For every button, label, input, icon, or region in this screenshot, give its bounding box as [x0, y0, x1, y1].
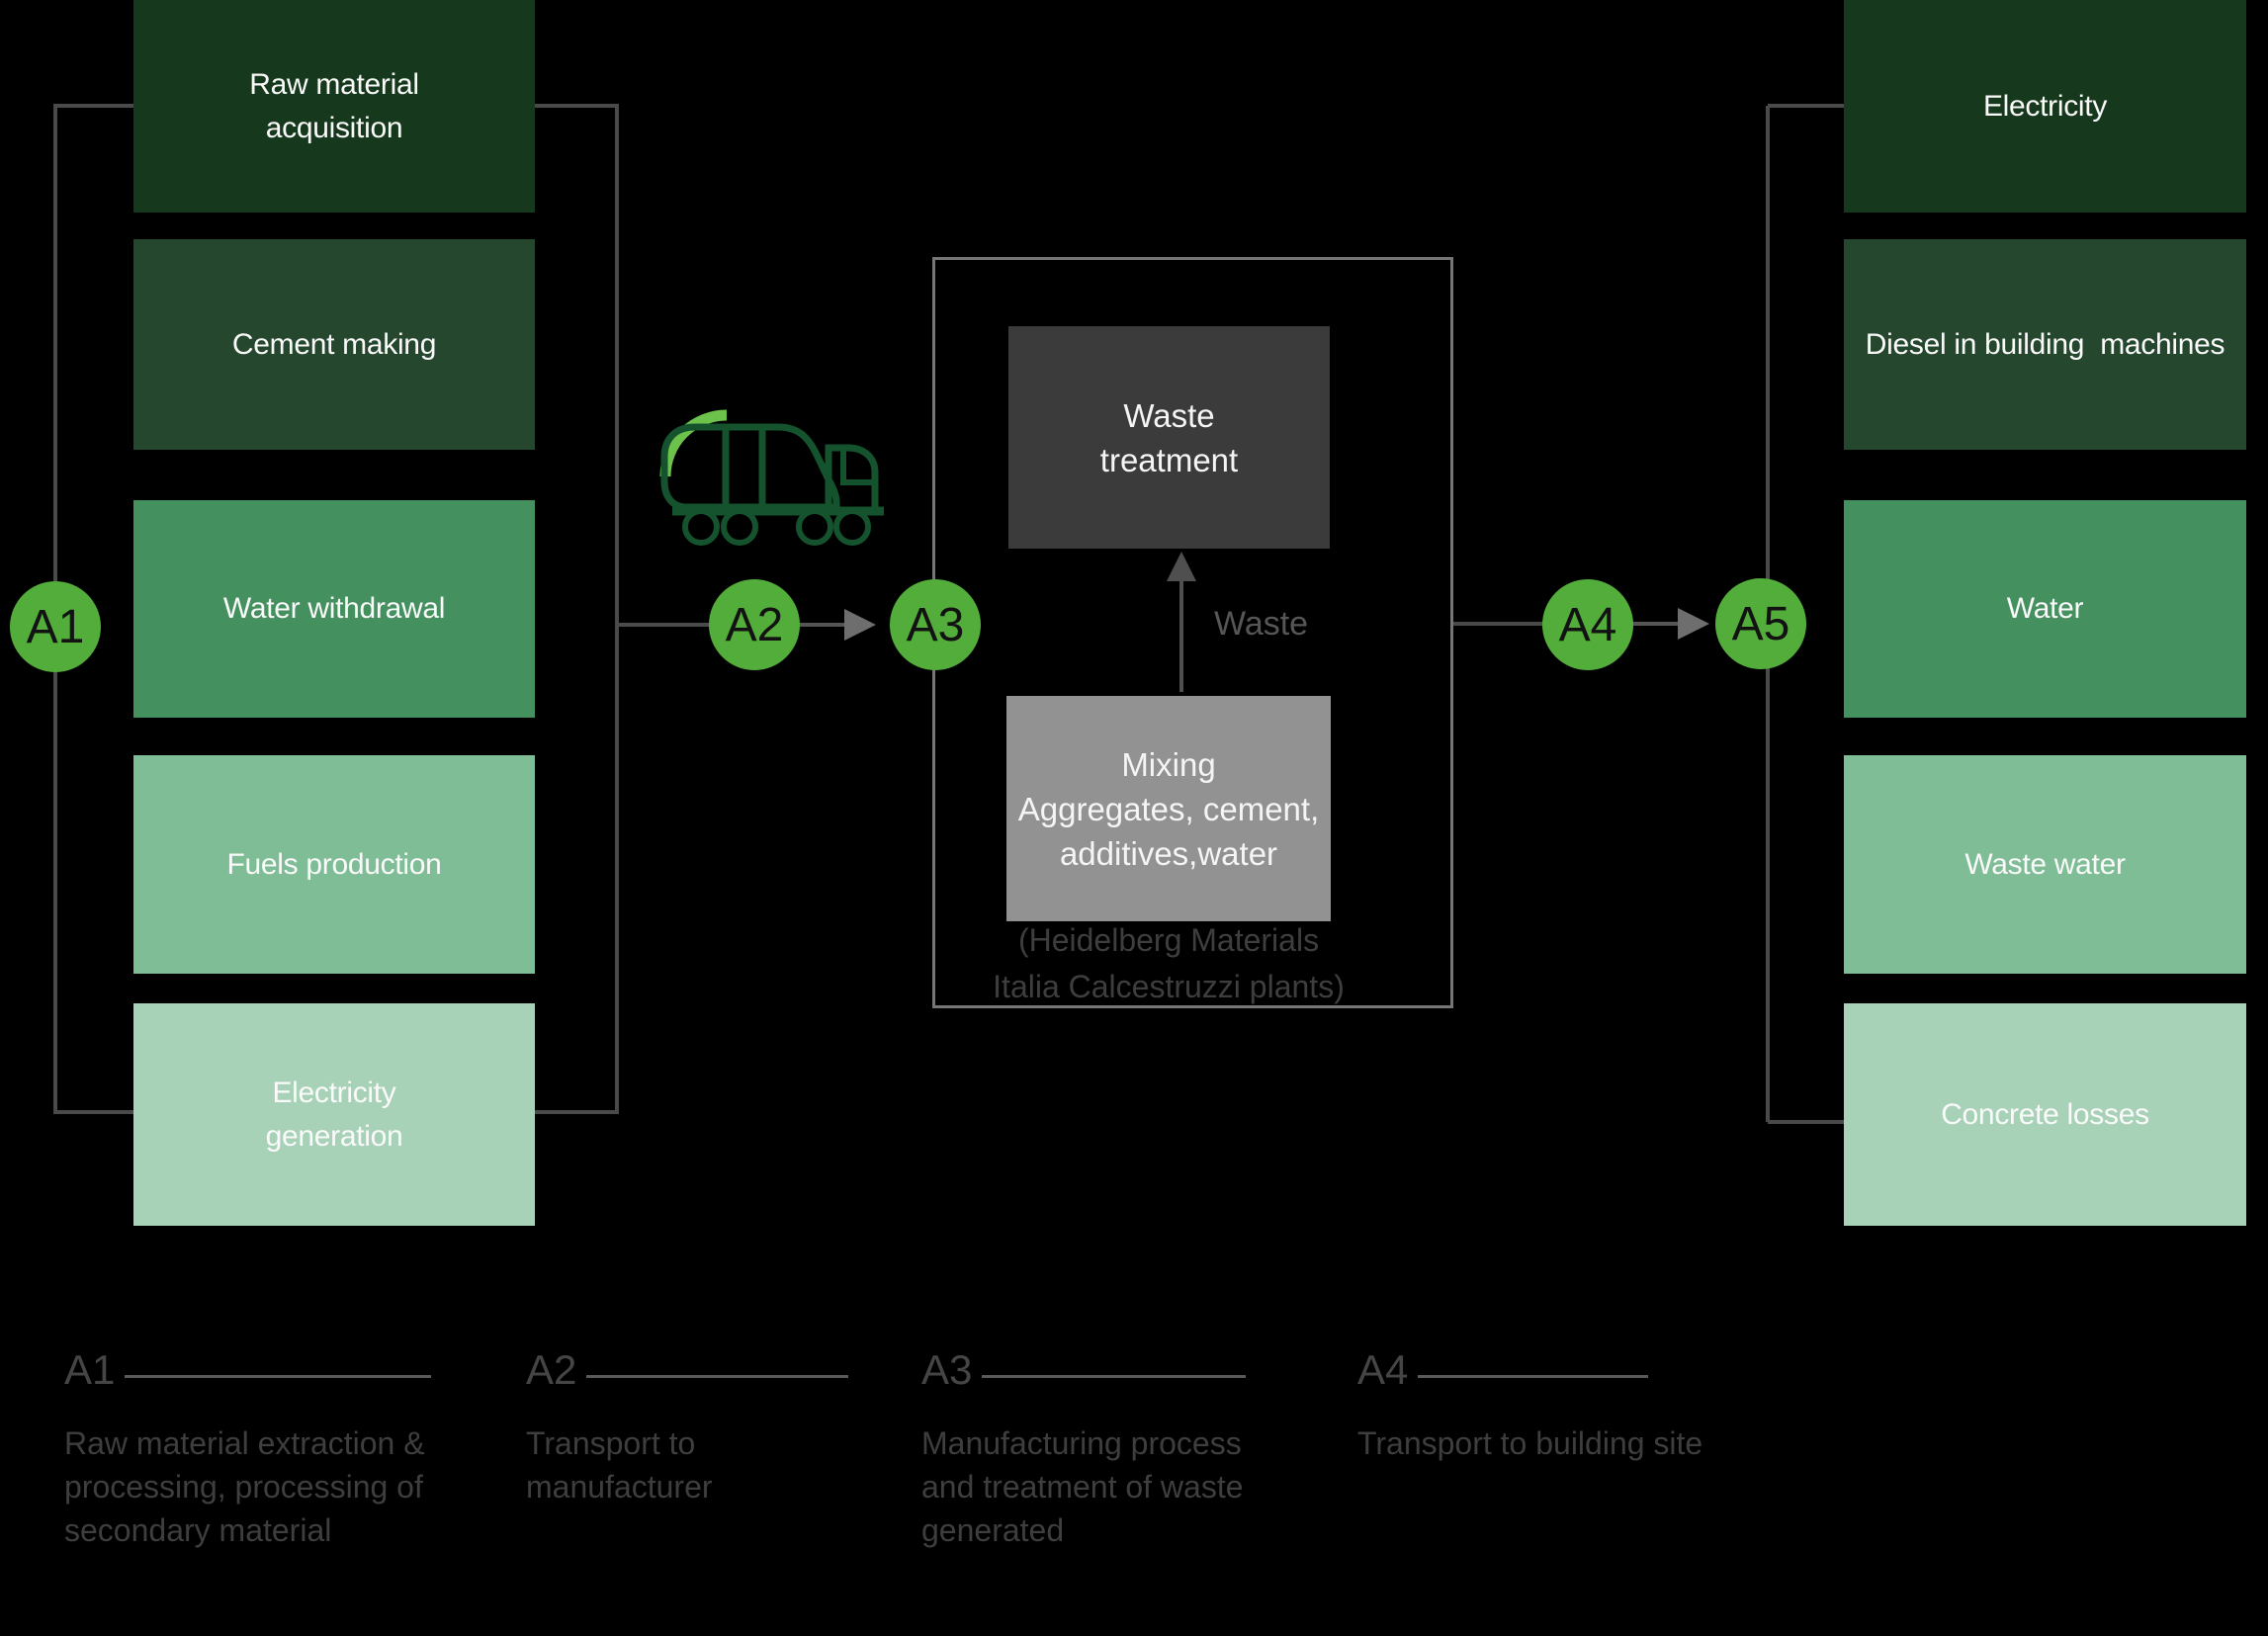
legend-underline: [586, 1375, 849, 1378]
process-box-water: Water: [1844, 500, 2246, 718]
mixing-box: Mixing Aggregates, cement, additives,wat…: [1006, 696, 1331, 921]
legend-stage-id: A4: [1357, 1346, 1409, 1393]
legend-underline: [125, 1375, 432, 1378]
process-box-raw-material-acquisition: Raw material acquisition: [133, 0, 535, 213]
waste-treatment-box: Waste treatment: [1008, 326, 1330, 549]
process-box-electricity: Electricity: [1844, 0, 2246, 213]
process-box-electricity-generation: Electricity generation: [133, 1003, 535, 1226]
legend-heading: A2: [526, 1346, 849, 1394]
legend-heading: A4: [1357, 1346, 1891, 1394]
legend-description: Raw material extraction & processing, pr…: [64, 1425, 425, 1548]
legend-underline: [982, 1375, 1247, 1378]
legend-description: Manufacturing process and treatment of w…: [921, 1425, 1244, 1548]
stage-circle-a1: A1: [10, 581, 101, 672]
legend-heading: A3: [921, 1346, 1307, 1394]
stage-circle-a4: A4: [1542, 579, 1633, 670]
legend-stage-id: A2: [526, 1346, 577, 1393]
concrete-mixer-truck-icon: [659, 409, 884, 546]
process-box-diesel-in-building-machines: Diesel in building machines: [1844, 239, 2246, 450]
legend-description: Transport to building site: [1357, 1425, 1703, 1461]
legend-stage-id: A1: [64, 1346, 116, 1393]
stage-circle-a5: A5: [1715, 578, 1806, 669]
stage-circle-a2: A2: [709, 579, 800, 670]
plant-note: (Heidelberg Materials Italia Calcestruzz…: [993, 922, 1345, 1004]
stage-circle-a3: A3: [890, 579, 981, 670]
process-box-water-withdrawal: Water withdrawal: [133, 500, 535, 718]
process-box-fuels-production: Fuels production: [133, 755, 535, 974]
legend-description: Transport to manufacturer: [526, 1425, 713, 1505]
process-box-waste-water: Waste water: [1844, 755, 2246, 974]
process-box-concrete-losses: Concrete losses: [1844, 1003, 2246, 1226]
process-box-cement-making: Cement making: [133, 239, 535, 450]
legend-heading: A1: [64, 1346, 470, 1394]
waste-arrow: [1167, 552, 1196, 692]
legend-underline: [1418, 1375, 1649, 1378]
waste-flow-label: Waste: [1214, 605, 1309, 643]
legend-stage-id: A3: [921, 1346, 973, 1393]
